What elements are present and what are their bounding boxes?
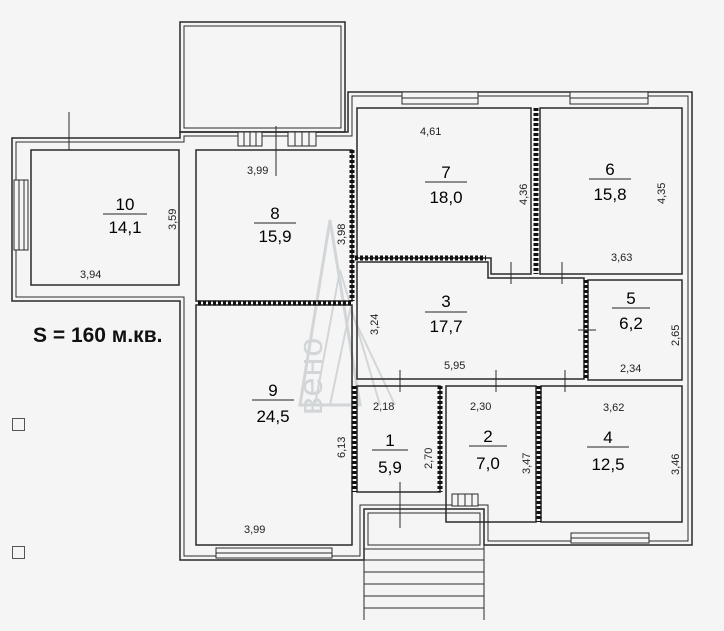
room-number: 6 [605, 160, 614, 179]
room-4: 4 12,5 [587, 428, 629, 474]
dim-r10-width: 3,94 [80, 269, 101, 281]
room-1: 1 5,9 [372, 431, 408, 477]
room-area: 17,7 [429, 317, 462, 336]
room-7: 7 18,0 [425, 163, 467, 207]
entrance-steps [363, 508, 485, 620]
door-marks [68, 112, 596, 528]
total-area-label: S = 160 м.кв. [33, 324, 163, 347]
room-area: 6,2 [619, 314, 643, 333]
dim-r2-width: 2,30 [470, 401, 491, 413]
room-area: 7,0 [476, 454, 500, 473]
dim-r7-height: 4,36 [518, 184, 530, 205]
dim-r3-height: 3,24 [369, 314, 381, 335]
dim-r3-width: 5,95 [444, 360, 465, 372]
room-number: 10 [116, 195, 135, 214]
checkbox-2[interactable] [12, 546, 25, 559]
room-number: 1 [385, 431, 394, 450]
dim-r5-height: 2,65 [670, 325, 682, 346]
room-area: 15,9 [258, 227, 291, 246]
room-number: 3 [441, 292, 450, 311]
room-area: 5,9 [378, 458, 402, 477]
room-6: 6 15,8 [589, 160, 631, 204]
watermark-text: вено [292, 337, 330, 415]
dim-r6-height: 4,35 [656, 183, 668, 204]
dim-r5-width: 2,34 [620, 363, 641, 375]
room-area: 12,5 [591, 455, 624, 474]
checkbox-1[interactable] [12, 418, 25, 431]
porch-top [179, 21, 346, 133]
dim-r8-height: 3,98 [336, 224, 348, 245]
room-5: 5 6,2 [612, 289, 650, 333]
room-2: 2 7,0 [469, 427, 507, 473]
room-number: 5 [626, 289, 635, 308]
windows [13, 91, 650, 559]
room-area: 14,1 [108, 218, 141, 237]
room-8: 8 15,9 [254, 204, 296, 246]
dim-r1-height: 2,70 [423, 448, 435, 469]
dim-r6-width: 3,63 [611, 252, 632, 264]
room-3: 3 17,7 [425, 292, 467, 336]
dim-r9-width: 3,99 [244, 524, 265, 536]
dim-r4-width: 3,62 [603, 402, 624, 414]
dimension-labels: 3,94 3,59 3,99 3,98 3,99 6,13 4,61 4,36 … [80, 126, 682, 536]
dim-r9-height: 6,13 [336, 437, 348, 458]
dim-r4-height: 3,46 [670, 454, 682, 475]
watermark-logo: вено [292, 219, 396, 415]
room-number: 9 [268, 381, 277, 400]
room-area: 24,5 [256, 407, 289, 426]
room-number: 4 [603, 428, 612, 447]
dim-r7-width: 4,61 [420, 126, 441, 138]
dim-r1-width: 2,18 [373, 401, 394, 413]
room-10: 10 14,1 [103, 195, 147, 237]
room-number: 8 [270, 204, 279, 223]
room-number: 7 [441, 163, 450, 182]
room-number: 2 [483, 427, 492, 446]
dim-r8-width: 3,99 [247, 165, 268, 177]
room-area: 15,8 [593, 185, 626, 204]
room-area: 18,0 [429, 188, 462, 207]
room-9: 9 24,5 [252, 381, 294, 426]
dim-r10-height: 3,59 [167, 209, 179, 230]
dim-r2-height: 3,47 [521, 453, 533, 474]
